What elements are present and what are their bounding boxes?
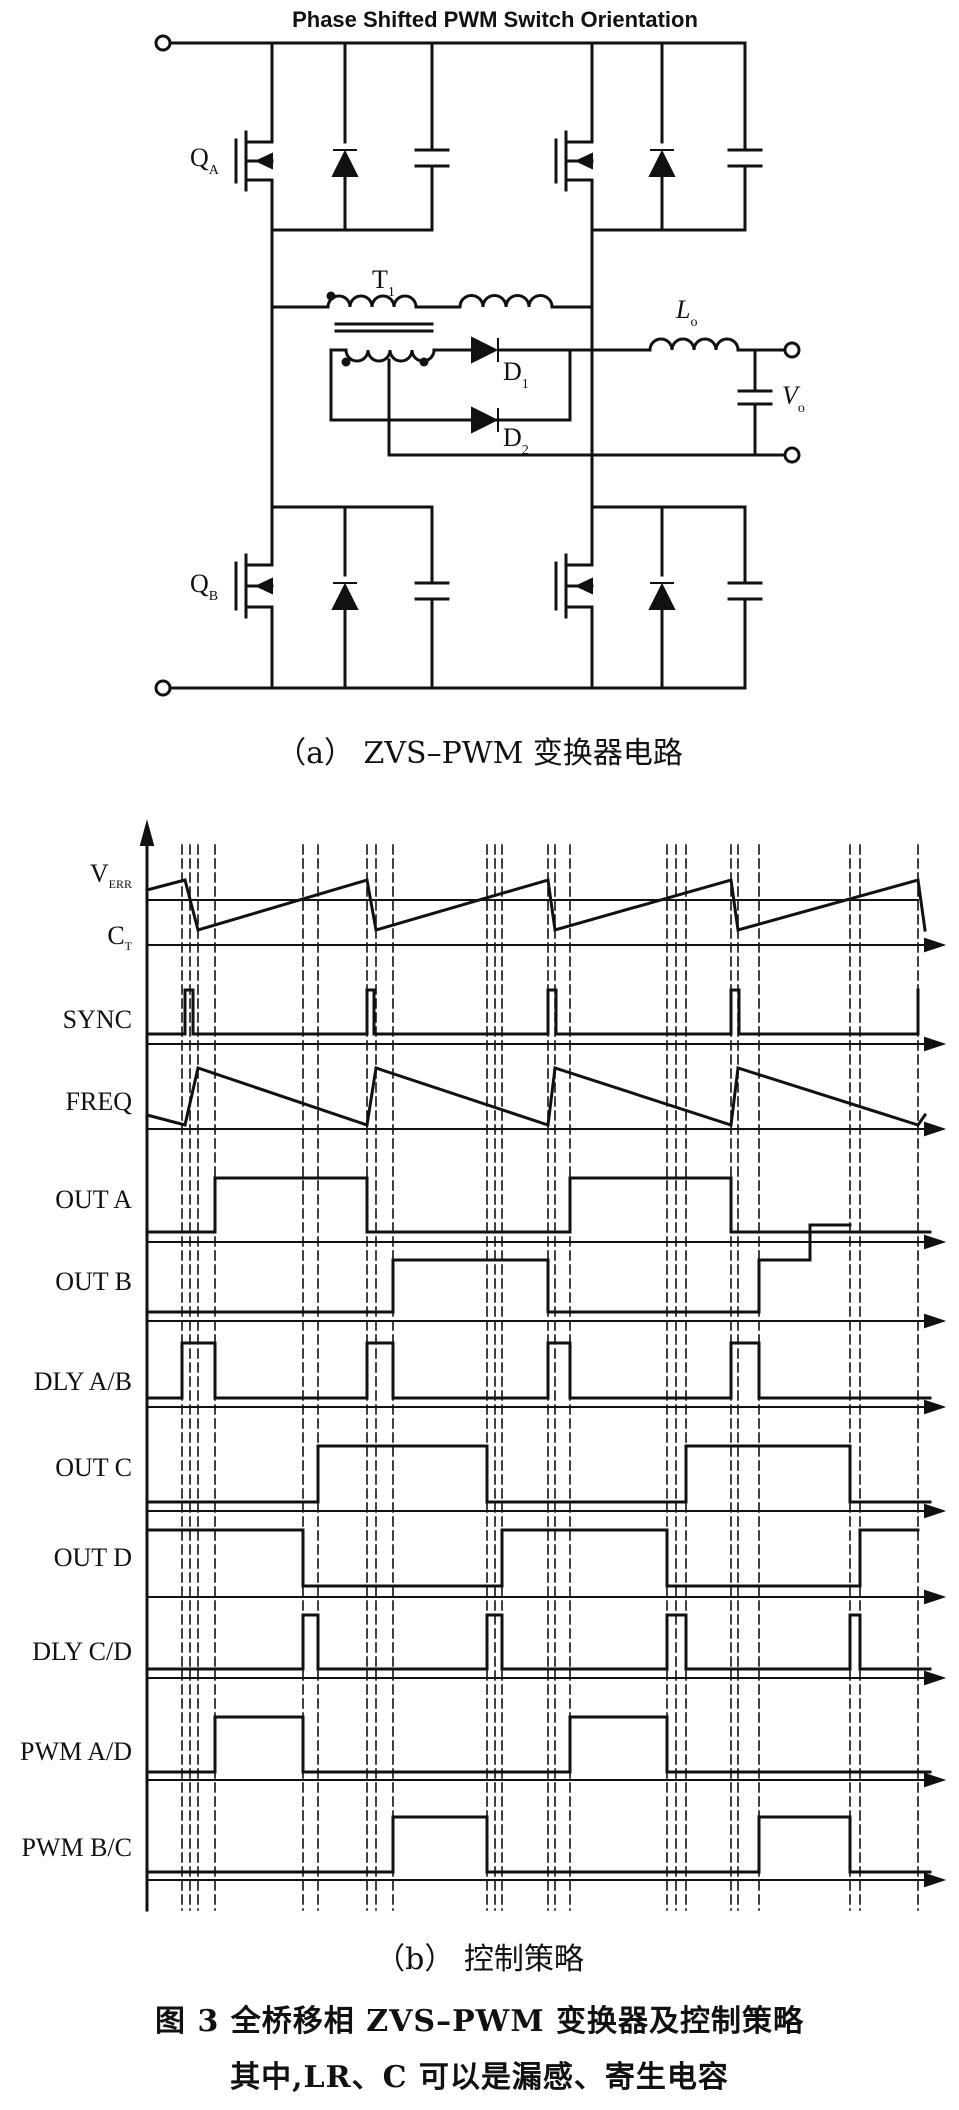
vertical-axis-arrow-icon (139, 819, 155, 846)
pwm-ad-waveform (145, 1715, 932, 1774)
out-c-waveform (145, 1444, 932, 1504)
input-terminal-bottom (154, 679, 172, 697)
signal-label-verr: VERR (90, 859, 132, 891)
input-terminal-top (154, 34, 172, 52)
t1-label: T1 (372, 265, 395, 300)
signal-label-out-b: OUT B (55, 1267, 132, 1296)
arrow-dlyab-icon (924, 1399, 947, 1415)
resonant-inductor (458, 294, 554, 309)
out-b-waveform (145, 1223, 852, 1314)
switch-cell-top-left (244, 41, 450, 232)
vo-label: Vo (782, 381, 805, 416)
polarity-dot-primary-icon (326, 291, 336, 301)
figure-caption: 图 3 全桥移相 ZVS–PWM 变换器及控制策略 (155, 2004, 804, 2039)
arrow-sync-icon (924, 1036, 947, 1052)
arrow-freq-icon (924, 1121, 947, 1137)
caption-control-strategy: （b） 控制策略 (375, 1942, 584, 1977)
lo-label: Lo (675, 295, 697, 330)
switch-cell-top-right (564, 41, 763, 232)
signal-label-out-a: OUT A (55, 1185, 132, 1214)
freq-waveform (145, 1066, 928, 1127)
switch-cell-bottom-left (244, 505, 450, 690)
polarity-dot-secondary-left-icon (341, 357, 351, 367)
signal-label-pwm-bc: PWM B/C (21, 1833, 132, 1862)
signal-label-freq: FREQ (66, 1087, 133, 1116)
top-right-body-arrow-icon (574, 152, 593, 170)
arrow-outd-icon (924, 1589, 947, 1605)
signal-label-out-d: OUT D (54, 1543, 132, 1572)
diode-bottom-left-icon (331, 582, 359, 610)
time-markers (181, 844, 919, 1911)
transformer-secondary (344, 348, 436, 363)
arrow-ct-icon (924, 937, 947, 953)
figure-note: 其中,LR、C 可以是漏感、寄生电容 (230, 2060, 729, 2095)
signal-label-dly-ab: DLY A/B (34, 1367, 132, 1396)
switch-cell-bottom-right (564, 505, 763, 690)
signal-label-out-c: OUT C (55, 1453, 132, 1482)
output-terminal-top (783, 341, 801, 359)
bottom-right-body-arrow-icon (574, 577, 593, 595)
arrow-pwmad-icon (924, 1772, 947, 1788)
arrow-outc-icon (924, 1503, 947, 1519)
arrow-dlycd-icon (924, 1670, 947, 1686)
dly-cd-waveform (145, 1613, 932, 1671)
qb-label: QB (190, 569, 218, 604)
signal-label-pwm-ad: PWM A/D (20, 1737, 132, 1766)
qa-label: QA (190, 143, 220, 178)
diode-d2-icon (471, 406, 499, 434)
out-a-waveform (145, 1176, 932, 1234)
out-d-waveform (145, 1528, 920, 1588)
arrow-outa-icon (924, 1234, 947, 1250)
arrow-pwmbc-icon (924, 1872, 947, 1888)
timing-diagram (145, 843, 932, 1912)
signal-baselines (146, 944, 931, 1881)
signal-label-dly-cd: DLY C/D (32, 1637, 132, 1666)
signal-label-sync: SYNC (63, 1005, 132, 1034)
diode-top-left-icon (331, 149, 359, 177)
ct-ramp-waveform (145, 878, 927, 932)
pwm-bc-waveform (145, 1815, 932, 1874)
diode-d1-icon (471, 336, 499, 364)
d2-label: D2 (503, 423, 529, 458)
diode-top-right-icon (648, 149, 676, 177)
dly-ab-waveform (145, 1341, 932, 1400)
full-bridge-circuit (154, 34, 801, 697)
output-inductor (648, 337, 740, 352)
diode-bottom-right-icon (648, 582, 676, 610)
signal-label-ct: CT (107, 921, 132, 953)
circuit-title: Phase Shifted PWM Switch Orientation (292, 7, 698, 32)
qb-body-arrow-icon (254, 577, 273, 595)
sync-waveform (145, 988, 920, 1036)
qa-body-arrow-icon (254, 152, 273, 170)
arrow-outb-icon (924, 1313, 947, 1329)
transformer-primary (326, 294, 418, 309)
d1-label: D1 (503, 357, 529, 392)
polarity-dot-secondary-right-icon (419, 357, 429, 367)
output-terminal-bottom (783, 446, 801, 464)
caption-circuit: （a） ZVS–PWM 变换器电路 (276, 736, 683, 771)
